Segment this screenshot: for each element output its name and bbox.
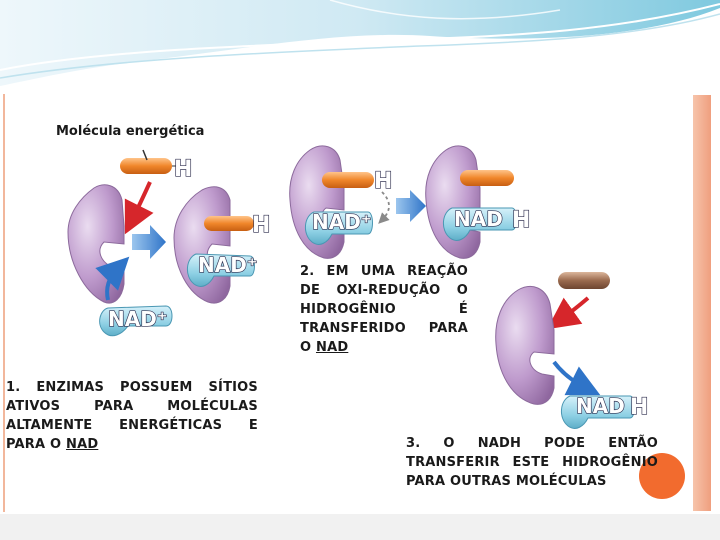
header-wave: [0, 0, 720, 86]
nad-plus-label: NAD⁺: [108, 307, 167, 331]
nad-label: NAD: [454, 207, 503, 231]
step2-caption: 2. EM UMA REAÇÃO DE OXI-REDUÇÃO O HIDROG…: [300, 262, 468, 357]
caption-line: TRANSFERIDO PARA: [300, 321, 468, 336]
bottom-band: [0, 514, 720, 540]
right-frame-bar: [691, 93, 713, 513]
transfer-dashed-line: [378, 191, 390, 224]
spent-molecule: [558, 272, 610, 289]
nad-molecule: [305, 211, 373, 245]
energy-molecule: [322, 172, 374, 188]
energy-molecule: [120, 158, 172, 174]
hydrogen-label: H: [374, 169, 392, 194]
step1-caption: 1. ENZIMAS POSSUEM SÍTIOS ATIVOS PARA MO…: [6, 378, 258, 454]
energy-molecule: [460, 170, 514, 186]
nad-molecule: [187, 253, 255, 287]
enzyme-shape: [495, 286, 555, 405]
hydrogen-label: H: [512, 208, 530, 233]
caption-line: PARA O NAD: [6, 435, 258, 454]
red-arrow: [124, 181, 154, 235]
nad-plus-label: NAD⁺: [198, 253, 257, 277]
caption-line: HIDROGÊNIO É: [300, 302, 468, 317]
caption-line: DE OXI-REDUÇÃO O: [300, 283, 468, 298]
energy-molecule: [204, 216, 254, 231]
left-frame-line: [3, 94, 5, 512]
blue-arrow: [95, 256, 130, 301]
caption-prefix: PARA O: [6, 437, 66, 452]
caption-line: 1. ENZIMAS POSSUEM SÍTIOS: [6, 380, 258, 395]
caption-line: 2. EM UMA REAÇÃO: [300, 264, 468, 279]
step3-caption: 3. O NADH PODE ENTÃO TRANSFERIR ESTE HID…: [406, 434, 658, 491]
step3-diagram: NAD H: [495, 272, 649, 429]
orange-dot-accent: [639, 453, 685, 499]
nad-molecule: [443, 207, 517, 241]
underlined-nad: NAD: [315, 340, 349, 355]
energy-molecule-title: Molécula energética: [56, 124, 205, 139]
nad-molecule: [561, 395, 635, 429]
underlined-nad: NAD: [65, 437, 99, 452]
step2-diagram: H NAD⁺ NAD H: [289, 145, 531, 259]
step1-diagram: H NAD⁺ H NAD⁺: [67, 149, 271, 337]
caption-line: ATIVOS PARA MOLÉCULAS: [6, 399, 258, 414]
caption-line: O NAD: [300, 338, 468, 357]
nad-molecule: [99, 305, 173, 337]
caption-line: PARA OUTRAS MOLÉCULAS: [406, 474, 607, 489]
nad-plus-label: NAD⁺: [312, 210, 371, 234]
hydrogen-label: H: [252, 213, 270, 238]
caption-line: TRANSFERIR ESTE HIDROGÊNIO: [406, 455, 658, 470]
nad-label: NAD: [576, 394, 625, 418]
caption-prefix: O: [300, 340, 316, 355]
blue-arrow: [552, 360, 601, 396]
red-arrow: [546, 296, 590, 330]
blue-arrow-right: [132, 225, 166, 259]
caption-line: ALTAMENTE ENERGÉTICAS E: [6, 418, 258, 433]
pointer-line: [142, 149, 148, 161]
caption-line: 3. O NADH PODE ENTÃO: [406, 436, 658, 451]
hydrogen-label: H: [174, 157, 192, 182]
hydrogen-label: H: [630, 395, 648, 420]
blue-arrow-right: [396, 190, 426, 222]
